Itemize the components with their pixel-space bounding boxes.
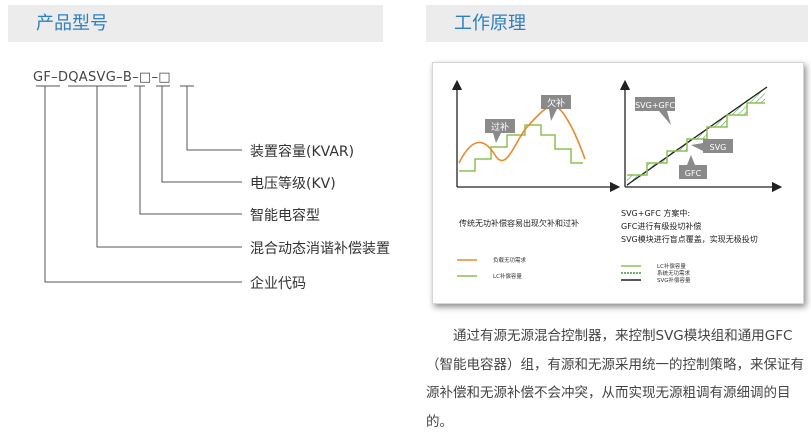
left-caption: 传统无功补偿容易出现欠补和过补 <box>459 218 579 228</box>
legend-right-lc: LC补偿容量 <box>657 262 686 270</box>
label-capacity: 装置容量(KVAR) <box>250 144 355 160</box>
section-header-working-principle: 工作原理 <box>426 5 808 42</box>
model-code-bracket-lines <box>36 85 242 283</box>
section-header-product-model: 产品型号 <box>8 5 383 42</box>
right-caption-1: SVG+GFC 方案中: <box>621 208 690 218</box>
right-caption-3: SVG模块进行盲点覆盖，实现无极投切 <box>621 234 758 244</box>
principle-paragraph: 通过有源无源混合控制器，来控制SVG模块组和通用GFC（智能电容器）组，有源和无… <box>426 328 804 430</box>
callout-under: 欠补 <box>541 95 571 121</box>
legend-svg-capacity: SVG补偿容量 <box>657 276 691 284</box>
right-panel-chart: SVG+GFC SVG GFC SVG+GFC 方案中: GFC进行有级投切补偿… <box>619 79 783 284</box>
lc-capacity-steps <box>459 124 583 172</box>
callout-over-text: 过补 <box>491 121 509 133</box>
callout-gfc: GFC <box>679 155 707 179</box>
legend-demand: 负载无功需求 <box>493 256 527 264</box>
working-principle-diagram: 过补 欠补 传统无功补偿容易出现欠补和过补 负载无功需求 LC补偿容量 <box>432 62 804 304</box>
model-code: GF–DQASVG–B–□–□ <box>33 70 171 85</box>
right-caption-2: GFC进行有级投切补偿 <box>621 221 701 231</box>
legend-lc: LC补偿容量 <box>493 272 522 280</box>
callout-gfc-text: GFC <box>685 169 702 178</box>
legend-system-demand: 系统无功需求 <box>657 269 691 277</box>
demand-curve <box>458 105 586 164</box>
system-demand-line <box>626 86 768 186</box>
label-hybrid-device: 混合动态消谐补偿装置 <box>250 241 390 257</box>
label-company-code: 企业代码 <box>250 276 306 292</box>
section-title: 工作原理 <box>454 13 526 34</box>
right-lc-steps <box>627 102 765 176</box>
label-voltage-level: 电压等级(KV) <box>250 176 336 192</box>
callout-svg: SVG <box>691 139 733 153</box>
principle-diagram-svg: 过补 欠补 传统无功补偿容易出现欠补和过补 负载无功需求 LC补偿容量 <box>451 79 783 284</box>
callout-svg-gfc: SVG+GFC <box>635 97 675 125</box>
left-panel-chart: 过补 欠补 传统无功补偿容易出现欠补和过补 负载无功需求 LC补偿容量 <box>451 79 621 280</box>
section-title: 产品型号 <box>36 13 108 34</box>
callout-under-text: 欠补 <box>547 97 565 109</box>
callout-svg-text: SVG <box>710 143 727 152</box>
callout-svg-gfc-text: SVG+GFC <box>635 101 675 110</box>
label-smart-capacitor: 智能电容型 <box>250 208 320 224</box>
callout-over: 过补 <box>485 119 515 143</box>
